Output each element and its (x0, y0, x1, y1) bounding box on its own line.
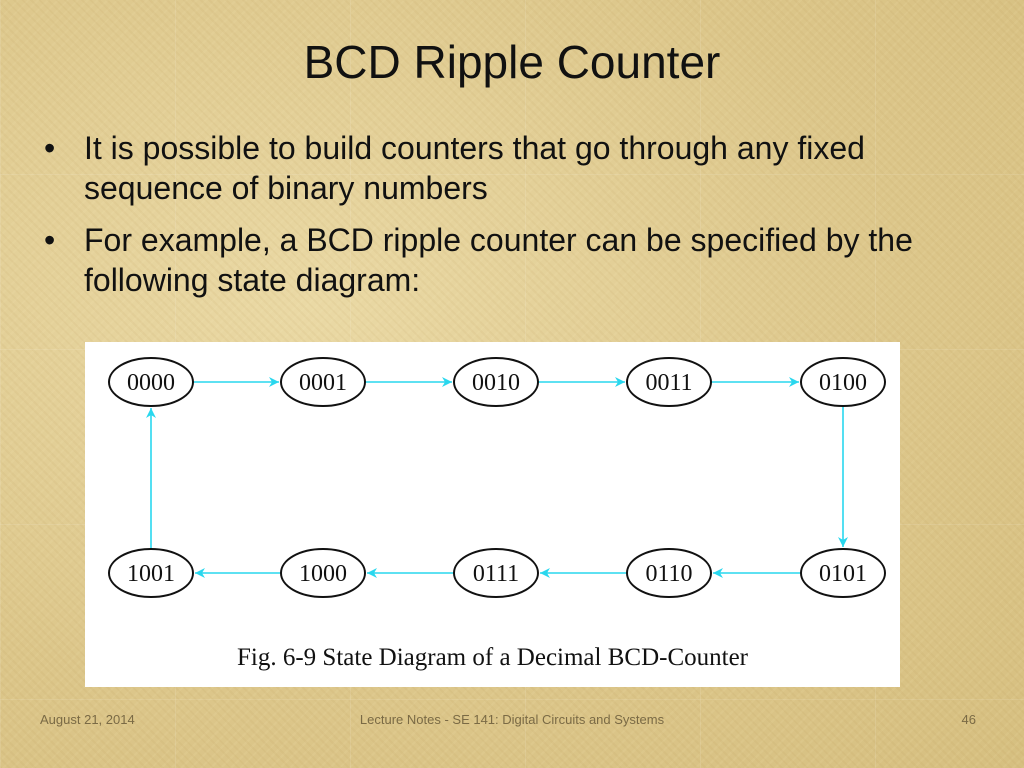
state-ellipse (453, 548, 539, 598)
footer-page-number: 46 (961, 712, 976, 727)
state-label: 0101 (819, 561, 867, 587)
state-label: 1001 (127, 561, 175, 587)
state-diagram: 0000 0001 0010 0011 0100 1001 1000 0111 0110 0101… (85, 342, 900, 687)
bullet-glyph: • (44, 222, 56, 258)
state-label: 0001 (299, 370, 347, 396)
state-ellipse (108, 357, 194, 407)
state-ellipse (280, 548, 366, 598)
diagram-caption: Fig. 6-9 State Diagram of a Decimal BCD-… (237, 644, 748, 671)
bullet-list: • It is possible to build counters that … (44, 128, 984, 312)
state-ellipse (280, 357, 366, 407)
state-ellipse (108, 548, 194, 598)
state-label: 0010 (472, 370, 520, 396)
state-node: 0110 (626, 548, 712, 598)
state-ellipse (453, 357, 539, 407)
state-ellipse (626, 357, 712, 407)
bullet-item: • For example, a BCD ripple counter can … (44, 220, 984, 300)
state-node: 0101 (800, 548, 886, 598)
footer-date: August 21, 2014 (40, 712, 135, 727)
state-label: 0100 (819, 370, 867, 396)
state-node: 0111 (453, 548, 539, 598)
state-node: 0011 (626, 357, 712, 407)
bullet-item: • It is possible to build counters that … (44, 128, 984, 208)
state-node: 1000 (280, 548, 366, 598)
state-label: 0110 (645, 561, 692, 587)
state-ellipse (800, 548, 886, 598)
bullet-glyph: • (44, 130, 56, 166)
state-label: 0011 (645, 370, 692, 396)
state-node: 0010 (453, 357, 539, 407)
slide-title: BCD Ripple Counter (303, 36, 721, 88)
footer-course: Lecture Notes - SE 141: Digital Circuits… (359, 712, 665, 727)
state-label: 1000 (299, 561, 347, 587)
state-node: 0100 (800, 357, 886, 407)
state-node: 0000 (108, 357, 194, 407)
state-diagram-svg: 0000 0001 0010 0011 0100 1001 1000 0111 0110 0101 (108, 357, 886, 598)
state-node: 0001 (280, 357, 366, 407)
state-ellipse (626, 548, 712, 598)
bullet-text: It is possible to build counters that go… (84, 130, 865, 206)
bullet-text: For example, a BCD ripple counter can be… (84, 222, 913, 298)
state-label: 0111 (473, 561, 519, 587)
state-label: 0000 (127, 370, 175, 396)
state-node: 1001 (108, 548, 194, 598)
state-ellipse (800, 357, 886, 407)
